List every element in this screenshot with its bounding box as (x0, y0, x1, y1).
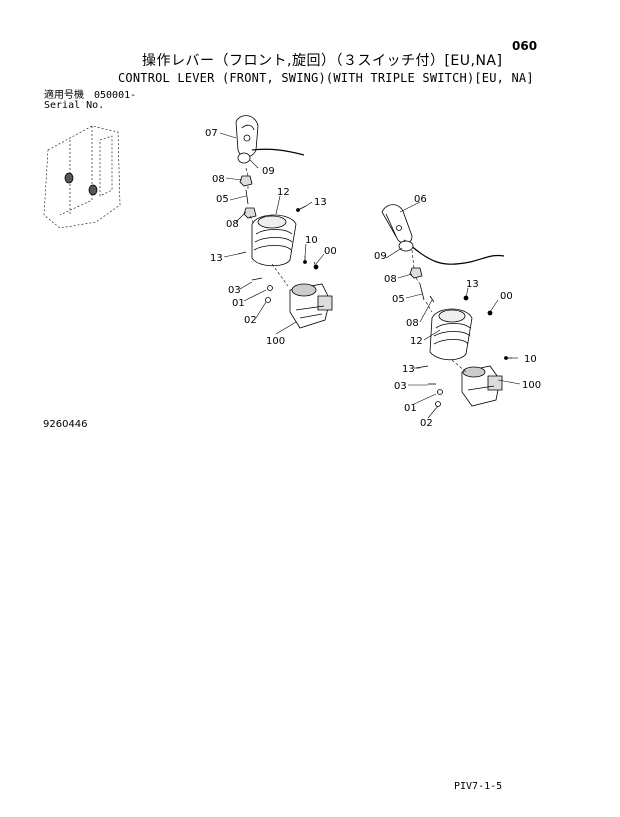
left-grip (235, 115, 259, 158)
callout-00: 00 (500, 291, 513, 302)
callout-13: 13 (466, 279, 479, 290)
right-boot (429, 308, 473, 361)
callout-12: 12 (277, 187, 290, 198)
page-title-japanese: 操作レバー（フロント,旋回）（３スイッチ付）[EU,NA] (142, 53, 503, 69)
left-boot (251, 214, 297, 267)
highlighted-lever-location (64, 172, 98, 196)
drawing-number: 9260446 (43, 419, 88, 430)
callout-00: 00 (324, 246, 337, 257)
right-pilot-valve (461, 365, 503, 407)
right-grip (381, 204, 413, 244)
callout-08: 08 (406, 318, 419, 329)
right-lever-assembly (381, 204, 512, 407)
serial-label-english: Serial No. (44, 100, 105, 111)
callout-100: 100 (522, 380, 541, 391)
callout-10: 10 (524, 354, 537, 365)
callout-03: 03 (394, 381, 407, 392)
callout-13: 13 (402, 364, 415, 375)
right-cable (403, 239, 505, 265)
callout-01: 01 (232, 298, 245, 309)
callout-09: 09 (262, 166, 275, 177)
callout-03: 03 (228, 285, 241, 296)
left-pilot-valve (289, 283, 333, 329)
callout-13: 13 (210, 253, 223, 264)
callout-08: 08 (226, 219, 239, 230)
right-leader-lines (385, 201, 521, 419)
callout-02: 02 (420, 418, 433, 429)
callout-06: 06 (414, 194, 427, 205)
page-number: 060 (512, 39, 538, 53)
left-cable (251, 148, 305, 156)
right-callouts: 06 09 08 05 13 00 08 12 13 10 03 100 01 … (374, 194, 541, 429)
callout-05: 05 (216, 194, 229, 205)
callout-10: 10 (305, 235, 318, 246)
callout-05: 05 (392, 294, 405, 305)
callout-01: 01 (404, 403, 417, 414)
callout-07: 07 (205, 128, 218, 139)
left-lever-assembly (235, 115, 333, 329)
page-title-english: CONTROL LEVER (FRONT, SWING)(WITH TRIPLE… (118, 71, 534, 85)
callout-12: 12 (410, 336, 423, 347)
callout-09: 09 (374, 251, 387, 262)
callout-100: 100 (266, 336, 285, 347)
left-leader-lines (219, 132, 325, 335)
machine-location-thumbnail (43, 125, 121, 229)
serial-number-value: 050001- (94, 90, 137, 101)
callout-13: 13 (314, 197, 327, 208)
serial-label-japanese: 適用号機 (44, 90, 84, 101)
page-reference: PIV7-1-5 (454, 781, 503, 792)
callout-08: 08 (212, 174, 225, 185)
callout-02: 02 (244, 315, 257, 326)
callout-08: 08 (384, 274, 397, 285)
left-callouts: 07 09 08 05 08 12 13 13 10 00 03 01 02 1… (205, 128, 337, 347)
